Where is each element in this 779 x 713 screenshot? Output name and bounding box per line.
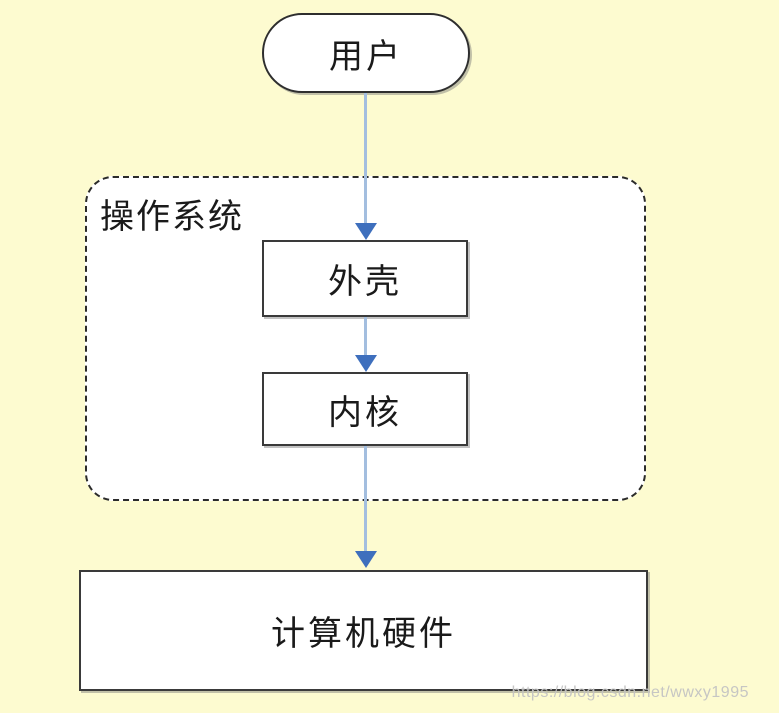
os-container-label: 操作系统	[100, 197, 244, 237]
arrow-kernel-to-hardware-head-icon	[355, 551, 377, 568]
node-kernel: 内核	[262, 372, 468, 446]
node-shell: 外壳	[262, 240, 468, 317]
node-hardware-label: 计算机硬件	[271, 614, 456, 654]
node-kernel-label: 内核	[328, 392, 402, 433]
node-user-label: 用户	[329, 36, 403, 77]
node-user: 用户	[262, 13, 470, 93]
node-shell-label: 外壳	[328, 262, 402, 302]
arrow-user-to-shell-stem	[364, 93, 367, 223]
arrow-shell-to-kernel-head-icon	[355, 355, 377, 372]
node-hardware: 计算机硬件	[79, 570, 648, 691]
arrow-user-to-shell-head-icon	[355, 223, 377, 240]
arrow-kernel-to-hardware-stem	[364, 446, 367, 552]
arrow-shell-to-kernel-stem	[364, 317, 367, 356]
